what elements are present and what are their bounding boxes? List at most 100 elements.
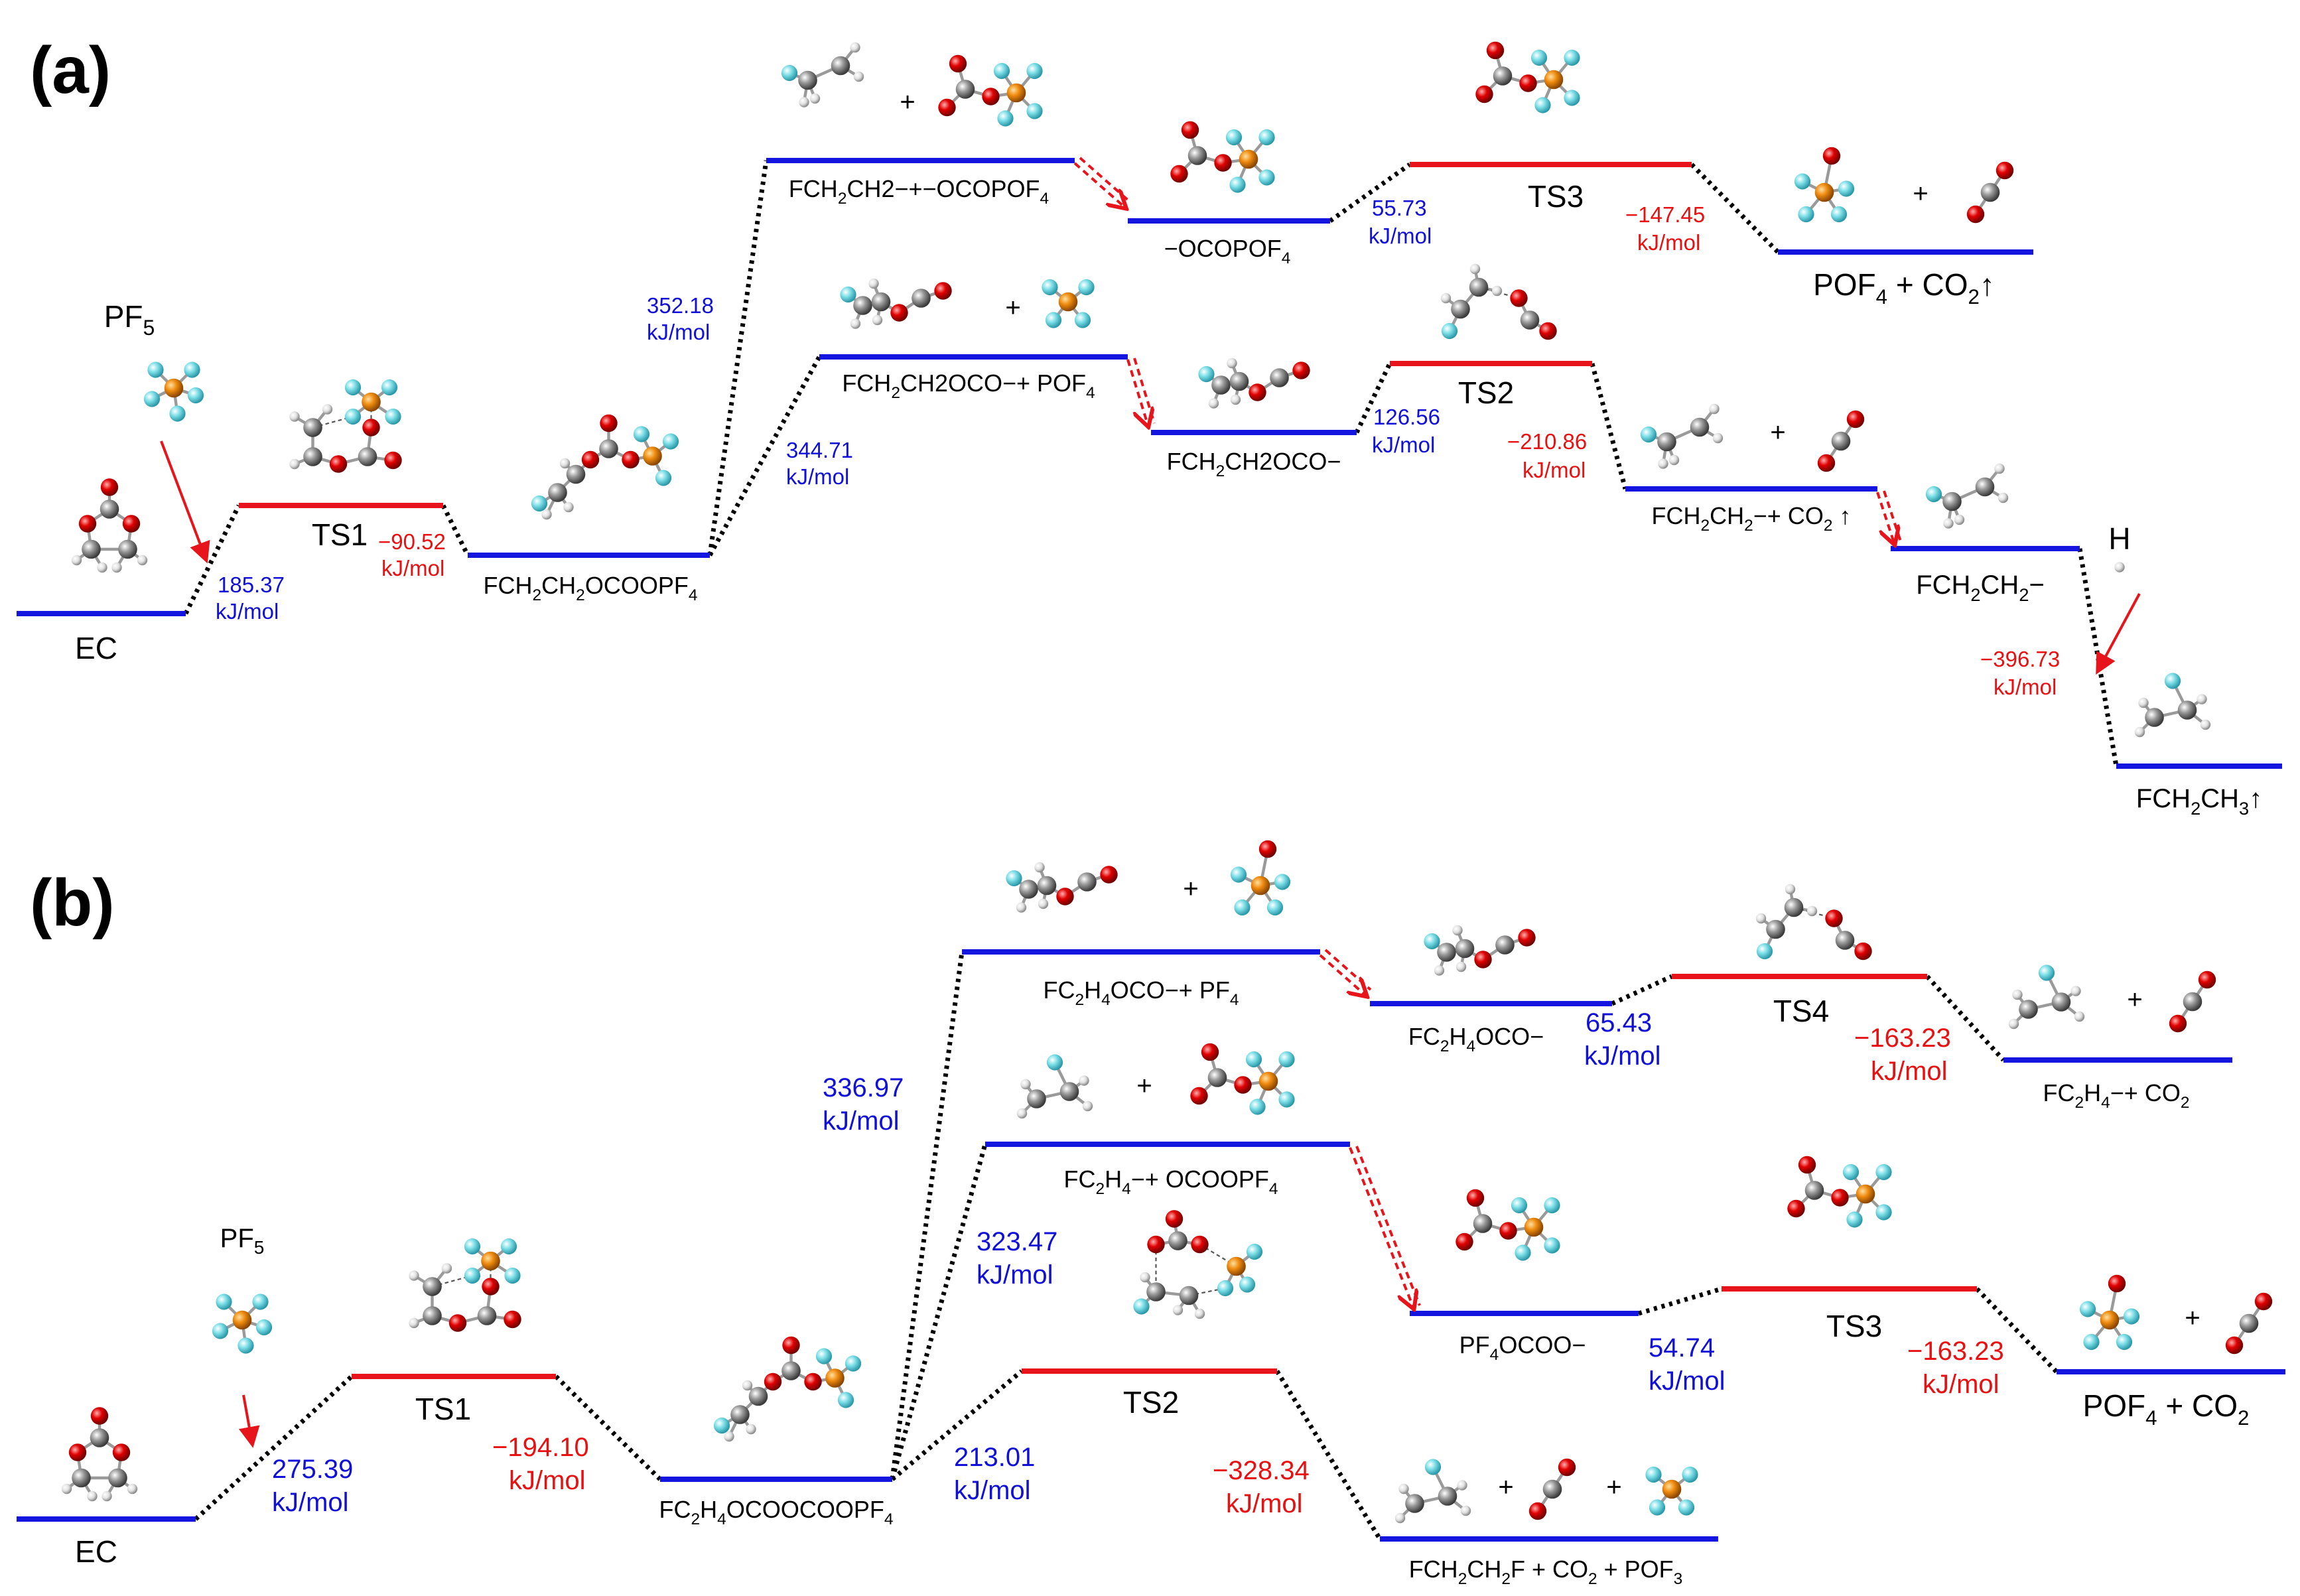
plus-sign: +	[1498, 1473, 1513, 1502]
label-ts2-a: TS2	[1458, 375, 1514, 410]
molecule-ball-stick-icon	[1394, 1459, 1471, 1524]
panel-b-species-labels: EC PF5 TS1 FC2H4OCOOCOOPF4 FC2H4OCO−+ PF…	[75, 976, 2249, 1588]
molecule-ball-stick-icon	[1042, 279, 1095, 328]
energy-185-a: 185.37	[218, 572, 285, 597]
label-ts3-b: TS3	[1826, 1309, 1882, 1343]
molecule-ball-stick-icon	[1006, 862, 1118, 913]
label-pf5-a: PF5	[104, 299, 155, 340]
energy-275-unit-b: kJ/mol	[272, 1488, 349, 1517]
plus-sign: +	[1913, 179, 1928, 208]
energy-336-b: 336.97	[823, 1073, 904, 1102]
panel-b: (b)	[17, 840, 2285, 1588]
molecule-ball-stick-icon	[1230, 840, 1291, 916]
molecule-ball-stick-icon	[143, 362, 204, 422]
plus-sign: +	[1183, 874, 1198, 903]
label-mid-b: FC2H4−+ OCOOPF4	[1064, 1165, 1278, 1198]
panel-a-tag: (a)	[30, 33, 111, 107]
energy-344-unit-a: kJ/mol	[786, 464, 849, 489]
molecule-ball-stick-icon	[1925, 463, 2009, 529]
label-pof4-co2-a: POF4 + CO2↑	[1813, 267, 1995, 308]
molecule-ball-stick-icon	[1640, 403, 1724, 469]
molecule-ball-stick-icon	[1198, 358, 1310, 409]
label-ts3-a: TS3	[1528, 179, 1584, 214]
energy-147-a: −147.45	[1625, 202, 1705, 227]
energy-126-a: 126.56	[1373, 405, 1440, 429]
energy-55-unit-a: kJ/mol	[1369, 224, 1432, 248]
energy-54-b: 54.74	[1649, 1333, 1715, 1363]
molecule-ball-stick-icon	[1455, 1189, 1560, 1261]
label-ts1-a: TS1	[312, 517, 368, 552]
energy-352-unit-a: kJ/mol	[647, 320, 710, 344]
energy-323-unit-b: kJ/mol	[977, 1260, 1053, 1290]
energy-126-unit-a: kJ/mol	[1372, 432, 1435, 457]
energy-210-unit-a: kJ/mol	[1522, 458, 1586, 482]
plus-sign: +	[2185, 1303, 2200, 1333]
energy-328-b: −328.34	[1213, 1456, 1310, 1485]
label-fch2ch2-co2-a: FCH2CH2−+ CO2 ↑	[1652, 502, 1852, 535]
energy-213-b: 213.01	[954, 1443, 1035, 1472]
energy-163a-b: −163.23	[1854, 1024, 1951, 1053]
molecule-ball-stick-icon	[2225, 1292, 2273, 1355]
energy-194-b: −194.10	[492, 1433, 589, 1462]
molecule-ball-stick-icon	[1016, 1054, 1093, 1119]
panel-a-plus-signs: + + + +	[900, 88, 1928, 447]
panel-a-species-labels: EC PF5 TS1 FCH2CH2OCOOPF4 FCH2CH2−+−OCOP…	[75, 175, 2262, 819]
label-final-b: FCH2CH2F + CO2 + POF3	[1409, 1556, 1683, 1588]
energy-163b-unit-b: kJ/mol	[1923, 1370, 1999, 1399]
label-ts1-b: TS1	[415, 1392, 471, 1426]
molecule-ball-stick-icon	[2114, 562, 2125, 572]
energy-323-b: 323.47	[977, 1227, 1057, 1256]
label-fch2ch2-a: FCH2CH2−	[1916, 570, 2045, 605]
energy-55-a: 55.73	[1372, 196, 1427, 220]
molecule-ball-stick-icon	[1645, 1466, 1698, 1516]
plus-sign: +	[2127, 985, 2142, 1014]
panel-b-tag: (b)	[30, 866, 115, 940]
molecule-ball-stick-icon	[1966, 161, 2014, 224]
label-pf4ocoo-b: PF4OCOO−	[1459, 1331, 1586, 1364]
label-upper-b: FC2H4OCO−+ PF4	[1044, 976, 1239, 1009]
label-int1-a: FCH2CH2OCOOPF4	[484, 572, 698, 604]
panel-b-arrows	[238, 949, 1421, 1448]
molecule-ball-stick-icon	[1475, 41, 1580, 113]
plus-sign: +	[1606, 1473, 1621, 1502]
label-h-a: H	[2108, 521, 2130, 556]
molecule-ball-stick-icon	[713, 1336, 862, 1442]
panel-a-molecules	[71, 41, 2211, 738]
label-lower-mid-a: FCH2CH2OCO−+ POF4	[842, 369, 1095, 402]
molecule-ball-stick-icon	[1528, 1458, 1576, 1520]
molecule-ball-stick-icon	[61, 1407, 138, 1502]
panel-a-energies: 185.37 kJ/mol −90.52 kJ/mol 352.18 kJ/mo…	[216, 196, 2060, 699]
energy-336-unit-b: kJ/mol	[823, 1106, 900, 1136]
plus-sign: +	[900, 88, 915, 117]
label-upper-left-a: FCH2CH2−+−OCOPOF4	[789, 175, 1049, 208]
energy-396-unit-a: kJ/mol	[1994, 675, 2057, 699]
energy-396-a: −396.73	[1980, 647, 2060, 671]
molecule-ball-stick-icon	[1787, 1156, 1892, 1228]
molecule-ball-stick-icon	[1133, 1210, 1263, 1319]
molecule-ball-stick-icon	[289, 379, 402, 473]
label-fc2h4oco-b: FC2H4OCO−	[1408, 1023, 1544, 1055]
energy-352-a: 352.18	[647, 293, 714, 318]
panel-a-levels	[17, 158, 2282, 769]
panel-b-plus-signs: + + + + + +	[1136, 874, 2200, 1502]
energy-275-b: 275.39	[272, 1455, 353, 1484]
panel-b-connectors	[194, 951, 2059, 1540]
molecule-ball-stick-icon	[2008, 964, 2085, 1030]
molecule-ball-stick-icon	[531, 414, 679, 520]
energy-163b-b: −163.23	[1907, 1337, 2004, 1366]
panel-b-levels	[17, 949, 2285, 1542]
molecule-ball-stick-icon	[1424, 925, 1536, 976]
plus-sign: +	[1770, 418, 1785, 447]
molecule-ball-stick-icon	[1170, 121, 1275, 193]
molecule-ball-stick-icon	[2079, 1274, 2140, 1351]
label-ts2-b: TS2	[1123, 1385, 1179, 1420]
energy-210-a: −210.86	[1507, 429, 1587, 454]
plus-sign: +	[1005, 293, 1020, 322]
molecule-ball-stick-icon	[71, 478, 148, 573]
label-pf5-b: PF5	[220, 1224, 265, 1258]
plus-sign: +	[1136, 1071, 1152, 1100]
energy-344-a: 344.71	[786, 438, 853, 462]
label-ec-a: EC	[75, 631, 117, 665]
molecule-ball-stick-icon	[1440, 263, 1557, 340]
energy-194-unit-b: kJ/mol	[509, 1466, 586, 1495]
